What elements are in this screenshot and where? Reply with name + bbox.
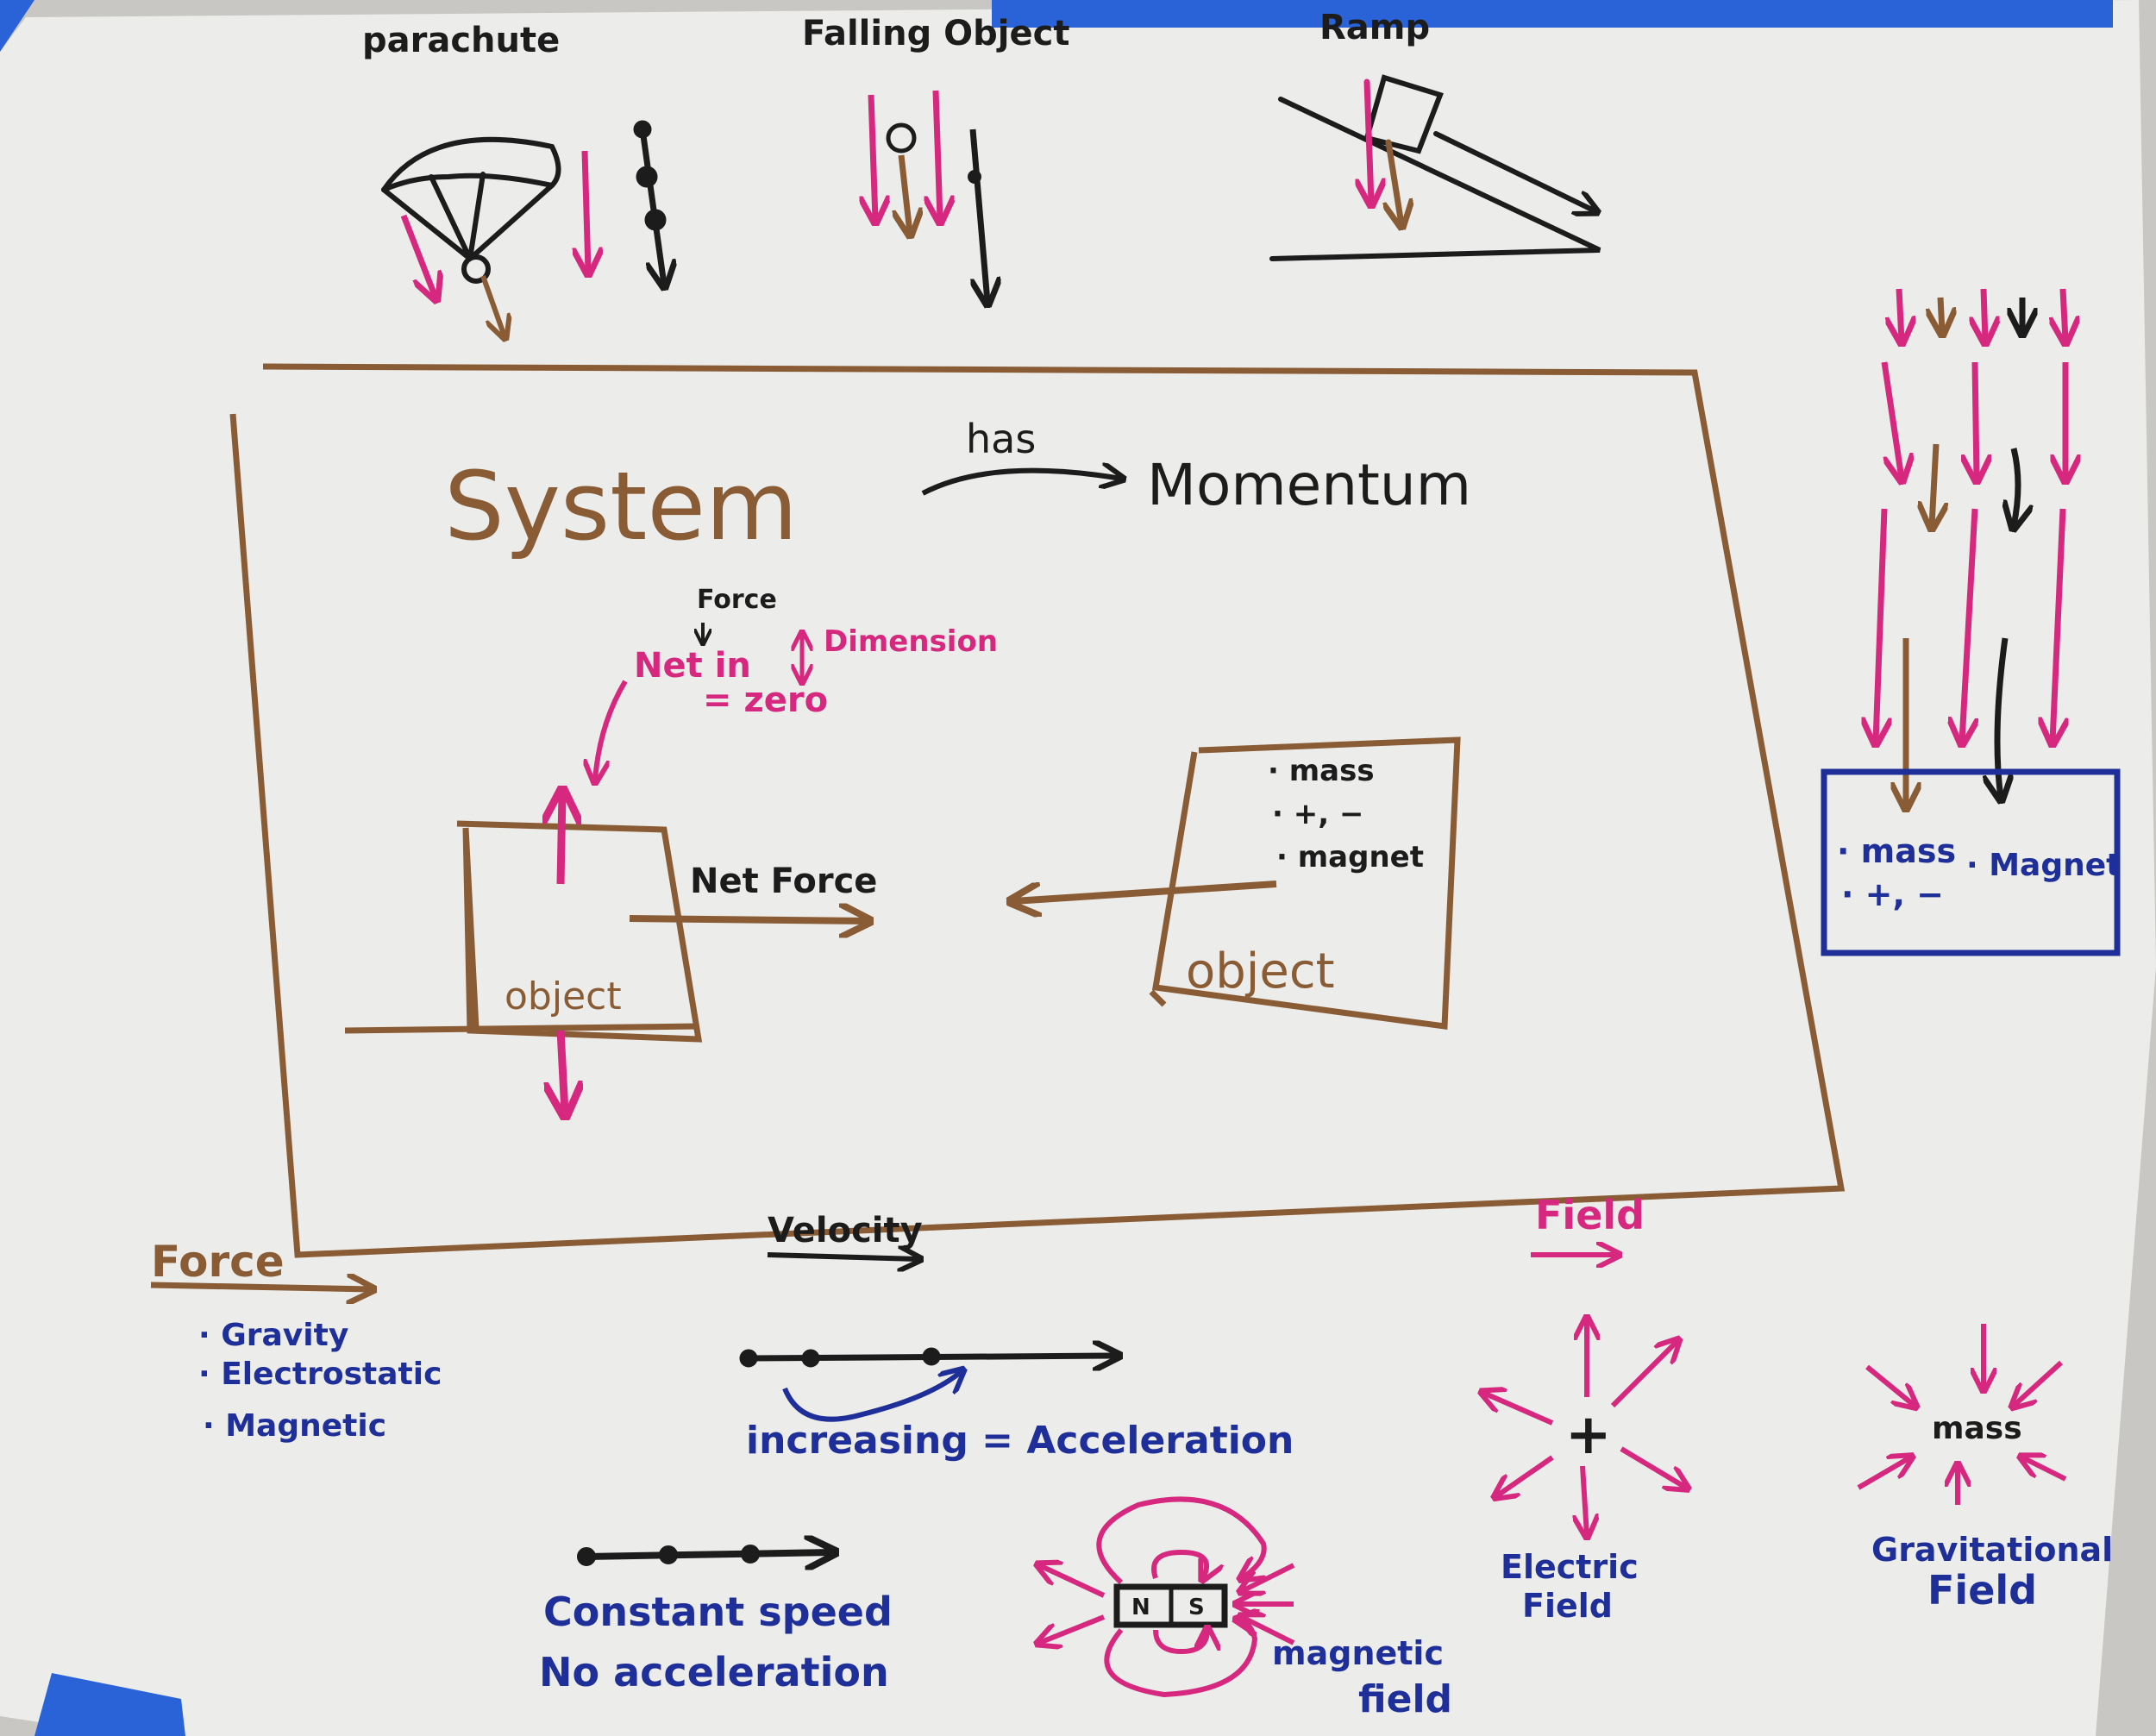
force-item-magnetic: · Magnetic <box>203 1408 386 1444</box>
system-title: System <box>444 451 798 561</box>
blue-prop-mass: · mass <box>1837 832 1956 870</box>
accelerating-dots <box>739 1351 1117 1364</box>
force-item-electrostatic: · Electrostatic <box>198 1357 442 1392</box>
ramp-sketch <box>1269 74 1600 261</box>
magnetic-field-loops <box>1039 1496 1295 1698</box>
tape-left <box>0 0 34 52</box>
right-object-force-arrow <box>1013 881 1277 901</box>
label-dimension: Dimension <box>824 624 998 659</box>
electric-field-arrows <box>1483 1319 1686 1535</box>
parachute-pink-arrow-2 <box>585 150 588 272</box>
constant-speed-dots <box>577 1548 832 1563</box>
label-electric: Electric <box>1501 1548 1639 1586</box>
tape-top <box>992 0 2113 28</box>
label-electric-field: Field <box>1522 1587 1613 1625</box>
gravitational-field-arrows <box>1857 1324 2067 1505</box>
right-prop-mass: · mass <box>1268 754 1375 788</box>
falling-object-sketch <box>871 90 987 302</box>
label-increasing: increasing = Acceleration <box>746 1419 1294 1463</box>
label-object-right: object <box>1186 943 1335 1000</box>
has-arrow <box>921 471 1121 496</box>
field-title: Field <box>1535 1192 1645 1238</box>
parachute-pink-arrow-1 <box>400 214 436 298</box>
label-force-small: Force <box>697 585 777 615</box>
label-parachute: parachute <box>362 21 560 60</box>
tape-bottom <box>34 1673 185 1736</box>
blue-prop-charge: · +, − <box>1841 875 1944 913</box>
label-constant-speed: Constant speed <box>543 1589 893 1635</box>
label-magnetic-field: field <box>1358 1677 1452 1721</box>
blue-mass-box <box>1821 768 2121 956</box>
left-object-box <box>344 820 703 1043</box>
label-has: has <box>966 416 1036 462</box>
force-arrow <box>150 1285 371 1289</box>
field-arrows-right <box>1876 288 2065 806</box>
right-object-box <box>1149 736 1461 1030</box>
velocity-title: Velocity <box>768 1211 923 1250</box>
label-net-force: Net Force <box>690 862 877 901</box>
label-no-acceleration: No acceleration <box>539 1649 889 1695</box>
net-force-arrow <box>629 918 867 921</box>
right-prop-charge: · +, − <box>1272 797 1363 831</box>
label-magnet-s: S <box>1188 1595 1205 1620</box>
parachute-sketch <box>381 136 561 284</box>
parachute-brown-arrow <box>480 274 505 336</box>
right-prop-magnet: · magnet <box>1276 840 1424 874</box>
label-ramp: Ramp <box>1319 8 1430 47</box>
velocity-underline <box>767 1255 918 1259</box>
increasing-curve <box>782 1371 962 1422</box>
normal-force-arrow <box>561 793 562 885</box>
label-falling-object: Falling Object <box>802 14 1069 53</box>
system-box <box>229 363 1846 1258</box>
label-equals-zero: = zero <box>703 680 828 720</box>
zero-curve-arrow <box>595 680 628 780</box>
label-magnetic: magnetic <box>1272 1634 1444 1672</box>
label-gravitational: Gravitational <box>1871 1531 2113 1569</box>
label-net-in: Net in <box>634 646 751 686</box>
label-object-left: object <box>505 975 622 1018</box>
label-gravitational-field: Field <box>1927 1567 2037 1614</box>
weight-arrow <box>561 1030 565 1112</box>
force-item-gravity: · Gravity <box>198 1318 348 1353</box>
label-mass: mass <box>1932 1411 2022 1446</box>
parachute-velocity-dots <box>633 120 664 285</box>
blue-prop-magnet: · Magnet <box>1966 848 2121 883</box>
label-plus: + <box>1565 1403 1612 1467</box>
label-magnet-n: N <box>1131 1595 1150 1620</box>
force-title: Force <box>151 1237 285 1287</box>
label-momentum: Momentum <box>1147 452 1471 518</box>
